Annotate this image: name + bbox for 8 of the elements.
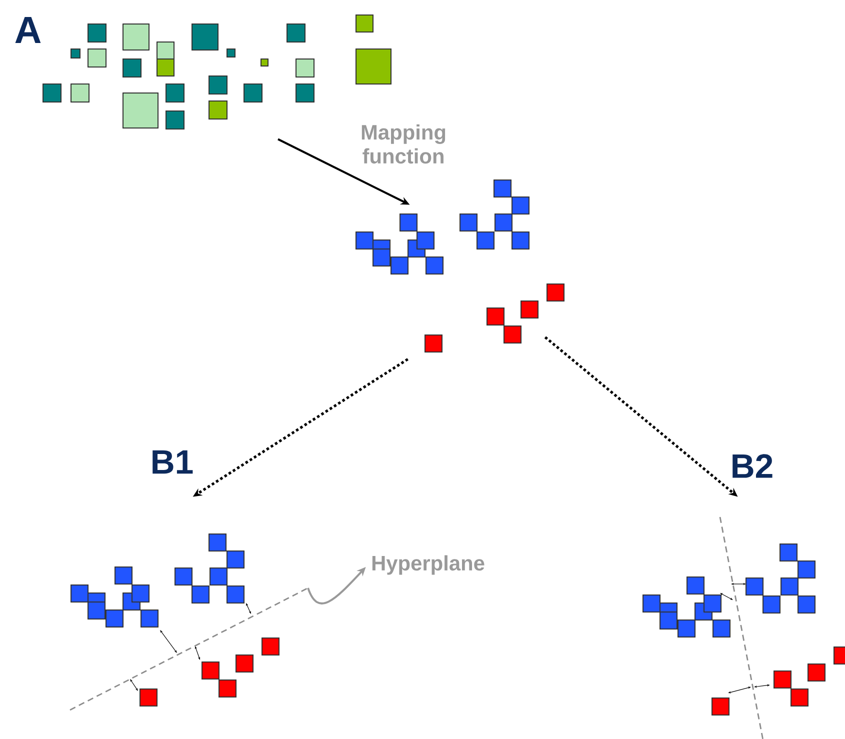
annotation-text: Hyperplane [372,555,484,575]
square-cluster-drawing [356,179,564,352]
hyperplane-line [70,587,308,711]
panel-label: B1 [152,450,193,474]
edge-label: Mapping function [362,124,446,164]
panel-label: B2 [732,454,772,478]
square-cluster-drawing [642,516,845,739]
square-cluster-drawing [70,533,280,706]
